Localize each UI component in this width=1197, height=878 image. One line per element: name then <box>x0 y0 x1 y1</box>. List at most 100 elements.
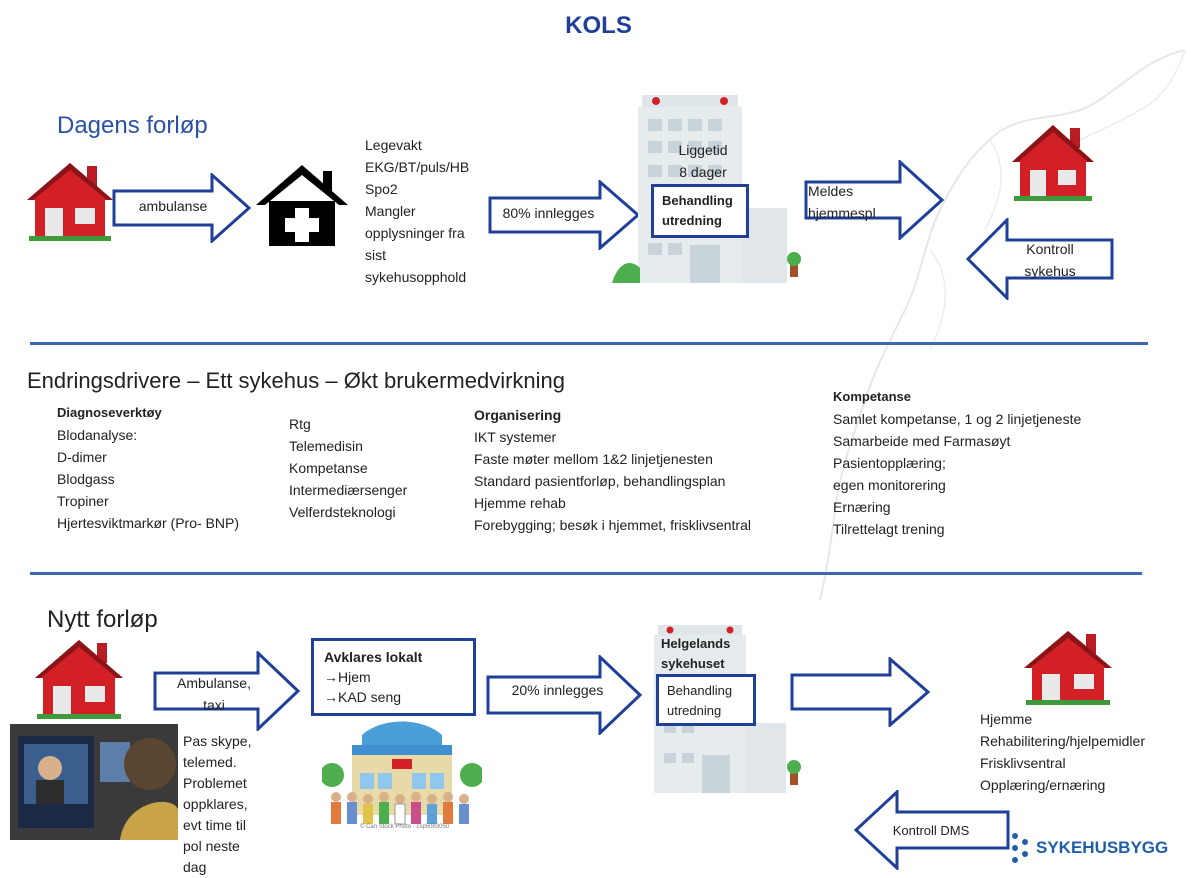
control-line: sykehus <box>1024 263 1076 279</box>
drivers-item: Intermediærsenger <box>289 482 408 498</box>
drivers-item: D-dimer <box>57 449 107 465</box>
house-icon <box>1024 631 1112 705</box>
drivers-item: IKT systemer <box>474 429 557 445</box>
house-icon <box>1012 125 1094 201</box>
medical-clinic-icon <box>256 165 348 246</box>
drivers-item: Forebygging; besøk i hjemmet, frisklivse… <box>474 517 751 533</box>
drivers-item: Pasientopplæring; <box>833 455 946 471</box>
arrow-control-hospital <box>965 218 1114 300</box>
section-title-new: Nytt forløp <box>47 606 158 633</box>
drivers-col-tools: Rtg Telemedisin Kompetanse Intermediærse… <box>289 413 407 523</box>
ambulance-taxi-text: Ambulanse, taxi <box>168 672 260 716</box>
sykehusbygg-logo-icon <box>1012 833 1028 863</box>
sykehusbygg-logo: SYKEHUSBYGG <box>1036 838 1169 857</box>
arrow-label-admitted-80: 80% innlegges <box>502 205 595 221</box>
skype-line: Pas skype, <box>183 733 252 749</box>
clinic-caption: © Can Stock Photo - csp5083050 <box>360 824 450 830</box>
ambulance-taxi-line: taxi <box>203 697 225 713</box>
arrow-report-home <box>804 160 945 240</box>
house-icon <box>35 640 123 719</box>
treatment-line: Behandling <box>667 683 733 698</box>
drivers-item: egen monitorering <box>833 477 946 493</box>
house-icon <box>27 163 113 241</box>
drivers-item: Blodgass <box>57 471 115 487</box>
drivers-item: Blodanalyse: <box>57 427 138 443</box>
report-line: Meldes <box>808 183 854 199</box>
drivers-heading: Organisering <box>474 407 562 423</box>
drivers-item: Hjertesviktmarkør (Pro- BNP) <box>57 515 240 531</box>
drivers-item: Rtg <box>289 416 311 432</box>
skype-line: pol neste <box>183 838 240 854</box>
arrow-label-ambulance: ambulanse <box>138 198 208 214</box>
drivers-item: Faste møter mellom 1&2 linjetjenesten <box>474 451 713 467</box>
treatment-box-current: Behandling utredning <box>651 184 749 238</box>
drivers-item: Tilrettelagt trening <box>833 521 945 537</box>
local-clarification-item: →Hjem <box>324 669 371 685</box>
arrow-ambulance-taxi <box>153 651 301 731</box>
drivers-heading: Kompetanse <box>833 389 912 404</box>
home-service-item: Hjemme <box>980 711 1033 727</box>
treatment-line: Behandling <box>662 193 733 208</box>
drivers-col-diagnostics: Diagnoseverktøy Blodanalyse: D-dimer Blo… <box>57 402 239 534</box>
report-line: hjemmespl <box>808 205 876 221</box>
stay-line: Liggetid <box>678 142 728 158</box>
section-title-current: Dagens forløp <box>57 112 208 139</box>
skype-line: Problemet <box>183 775 247 791</box>
drivers-item: Hjemme rehab <box>474 495 566 511</box>
skype-text: Pas skype, telemed. Problemet oppklares,… <box>183 731 251 878</box>
drivers-item: Telemedisin <box>289 438 363 454</box>
legevakt-text: Legevakt EKG/BT/puls/HB Spo2 Mangler opp… <box>365 134 469 288</box>
arrow-ambulance <box>112 173 252 243</box>
report-text: Meldes hjemmespl <box>808 180 876 224</box>
control-text: Kontroll sykehus <box>1010 238 1090 282</box>
drivers-item: Kompetanse <box>289 460 368 476</box>
arrow-label-control-dms: Kontroll DMS <box>892 823 970 838</box>
local-clarification-title: Avklares lokalt <box>324 649 423 665</box>
arrow-label-admitted-20: 20% innlegges <box>511 682 604 698</box>
arrow-control-dms <box>853 790 1010 870</box>
drivers-col-organisation: Organisering IKT systemer Faste møter me… <box>474 404 751 536</box>
drivers-item: Ernæring <box>833 499 891 515</box>
health-center-illustration <box>322 721 482 825</box>
drivers-item: Tropiner <box>57 493 109 509</box>
legevakt-line: Spo2 <box>365 181 398 197</box>
drivers-item: Velferdsteknologi <box>289 504 396 520</box>
legevakt-line: Legevakt <box>365 137 422 153</box>
home-service-item: Opplæring/ernæring <box>980 777 1106 793</box>
hospital-name-line: sykehuset <box>661 656 725 671</box>
page-title: KOLS <box>565 12 632 39</box>
ambulance-taxi-line: Ambulanse, <box>177 675 251 691</box>
stay-line: 8 dager <box>679 164 727 180</box>
skype-line: dag <box>183 859 207 875</box>
arrow-to-home <box>790 657 931 727</box>
drivers-col-competence: Kompetanse Samlet kompetanse, 1 og 2 lin… <box>833 386 1081 540</box>
home-service-item: Frisklivsentral <box>980 755 1066 771</box>
section-divider <box>30 572 1142 575</box>
local-clarification-box: Avklares lokalt →Hjem →KAD seng <box>311 638 476 716</box>
treatment-box-new: Behandling utredning <box>656 674 756 726</box>
skype-line: telemed. <box>183 754 237 770</box>
treatment-line: utredning <box>662 213 722 228</box>
hospital-name: Helgelands sykehuset <box>661 634 730 674</box>
home-services-list: Hjemme Rehabilitering/hjelpemidler Frisk… <box>980 708 1145 796</box>
drivers-item: Samarbeide med Farmasøyt <box>833 433 1011 449</box>
local-clarification-item: →KAD seng <box>324 689 402 705</box>
drivers-heading: Diagnoseverktøy <box>57 405 162 420</box>
home-service-item: Rehabilitering/hjelpemidler <box>980 733 1145 749</box>
legevakt-line: Mangler <box>365 203 416 219</box>
drivers-item: Samlet kompetanse, 1 og 2 linjetjeneste <box>833 411 1082 427</box>
telemedicine-photo <box>10 724 178 840</box>
background-map <box>819 49 1186 600</box>
drivers-item: Standard pasientforløp, behandlingsplan <box>474 473 726 489</box>
treatment-line: utredning <box>667 703 722 718</box>
arrow-admitted-80 <box>488 180 641 250</box>
legevakt-line: EKG/BT/puls/HB <box>365 159 470 175</box>
legevakt-line: sykehusopphold <box>365 269 467 285</box>
skype-line: evt time til <box>183 817 247 833</box>
legevakt-line: sist <box>365 247 386 263</box>
section-divider <box>30 342 1148 345</box>
arrow-admitted-20 <box>486 655 643 735</box>
hospital-name-line: Helgelands <box>661 636 731 651</box>
section-title-drivers: Endringsdrivere – Ett sykehus – Økt bruk… <box>27 368 566 393</box>
control-line: Kontroll <box>1026 241 1074 257</box>
